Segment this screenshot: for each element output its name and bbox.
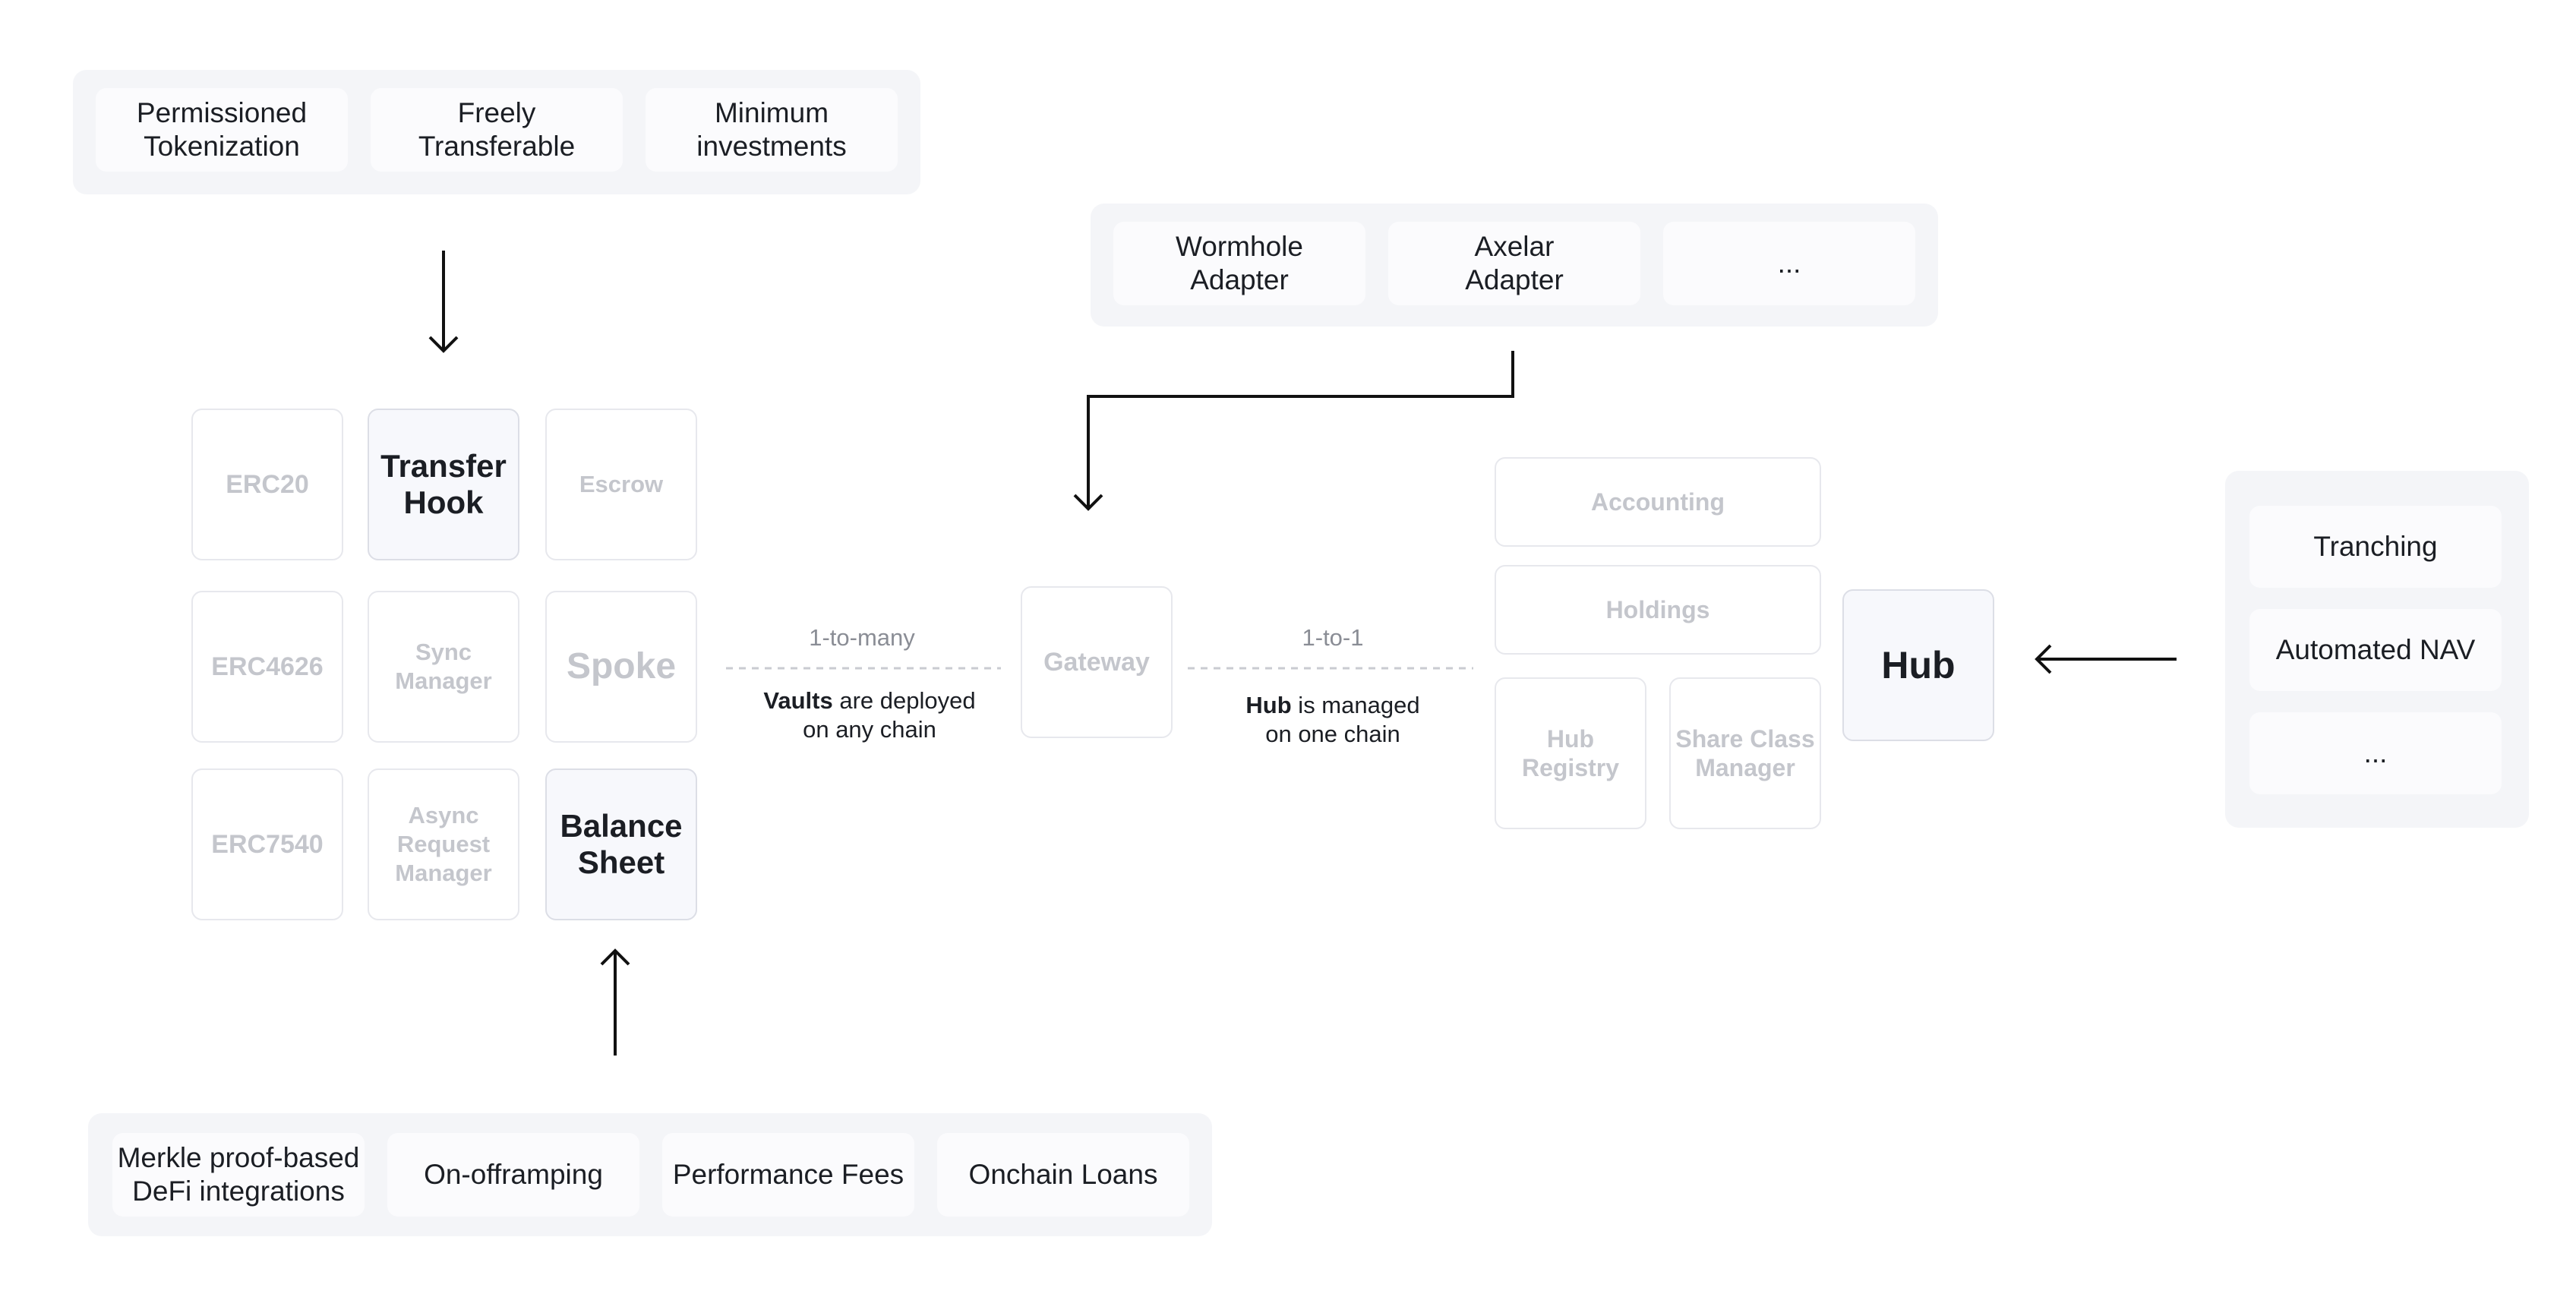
- feature-minimum-investments: Minimum investments: [646, 88, 898, 172]
- arrow-up-balance-sheet: [600, 948, 630, 1056]
- edge-label-1-to-many: 1-to-many: [809, 624, 915, 651]
- gateway-node: Gateway: [1021, 586, 1173, 738]
- feature-more: ...: [2249, 712, 2502, 794]
- feature-merkle-defi: Merkle proof-based DeFi integrations: [112, 1133, 365, 1217]
- module-async-request-manager: Async Request Manager: [368, 768, 519, 920]
- arrow-elbow-adapters-gateway: [1073, 351, 1514, 511]
- module-holdings: Holdings: [1495, 565, 1821, 655]
- feature-performance-fees: Performance Fees: [662, 1133, 914, 1217]
- edge-desc-hub-rest: is managed: [1291, 692, 1420, 718]
- hub-node: Hub: [1842, 589, 1994, 741]
- feature-automated-nav: Automated NAV: [2249, 609, 2502, 691]
- adapter-axelar: Axelar Adapter: [1388, 222, 1640, 305]
- edge-desc-vaults: Vaults are deployed on any chain: [729, 686, 1010, 744]
- feature-onchain-loans: Onchain Loans: [937, 1133, 1189, 1217]
- adapters-group: Wormhole Adapter Axelar Adapter ...: [1091, 204, 1938, 327]
- edge-desc-vaults-rest: are deployed: [832, 687, 976, 714]
- module-balance-sheet: Balance Sheet: [545, 768, 697, 920]
- module-erc20: ERC20: [191, 409, 343, 560]
- edge-desc-vaults-line2: on any chain: [803, 716, 936, 743]
- edge-desc-hub: Hub is managed on one chain: [1192, 691, 1473, 749]
- module-erc7540: ERC7540: [191, 768, 343, 920]
- module-accounting: Accounting: [1495, 457, 1821, 547]
- arrow-left-hub-features: [2035, 644, 2177, 674]
- module-erc4626: ERC4626: [191, 591, 343, 743]
- edge-desc-vaults-bold: Vaults: [763, 687, 833, 714]
- balance-sheet-features-group: Merkle proof-based DeFi integrations On-…: [88, 1113, 1212, 1236]
- edge-desc-hub-line2: on one chain: [1265, 721, 1400, 747]
- edge-desc-hub-bold: Hub: [1245, 692, 1292, 718]
- feature-freely-transferable: Freely Transferable: [371, 88, 623, 172]
- module-hub-registry: Hub Registry: [1495, 677, 1646, 829]
- module-sync-manager: Sync Manager: [368, 591, 519, 743]
- feature-tranching: Tranching: [2249, 506, 2502, 588]
- token-features-group: Permissioned Tokenization Freely Transfe…: [73, 70, 920, 194]
- module-share-class-manager: Share Class Manager: [1669, 677, 1821, 829]
- feature-on-offramping: On-offramping: [387, 1133, 639, 1217]
- module-spoke: Spoke: [545, 591, 697, 743]
- module-transfer-hook: Transfer Hook: [368, 409, 519, 560]
- module-escrow: Escrow: [545, 409, 697, 560]
- adapter-more: ...: [1663, 222, 1915, 305]
- adapter-wormhole: Wormhole Adapter: [1113, 222, 1365, 305]
- arrow-down-token-features: [428, 251, 459, 353]
- feature-permissioned-tokenization: Permissioned Tokenization: [96, 88, 348, 172]
- hub-features-group: Tranching Automated NAV ...: [2225, 471, 2529, 828]
- edge-label-1-to-1: 1-to-1: [1302, 624, 1364, 651]
